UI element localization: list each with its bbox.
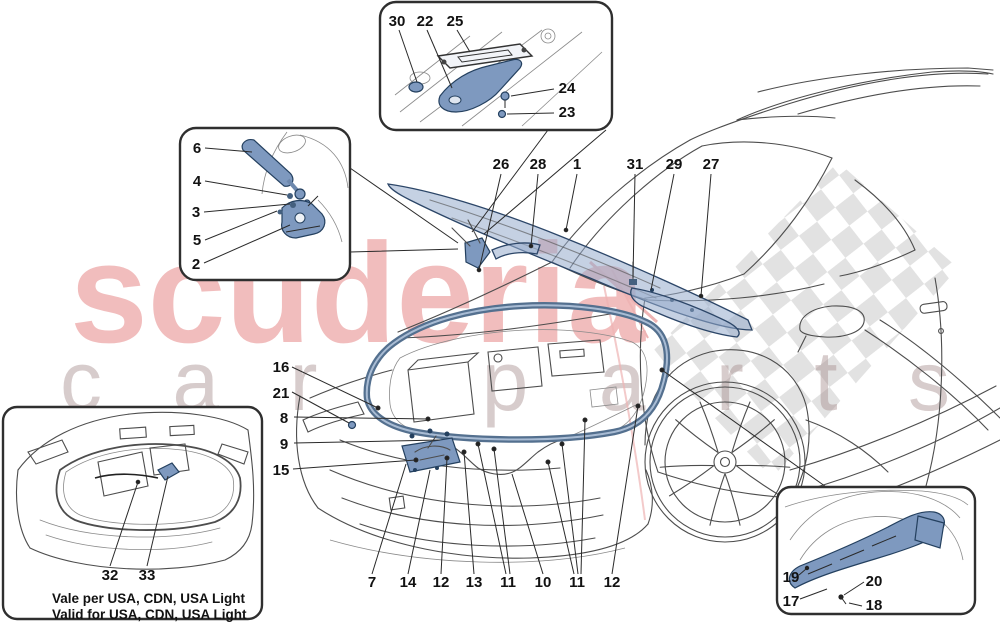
- inset-top-bracket: 30 22 25 24 23: [378, 0, 614, 132]
- callout-25[interactable]: 25: [447, 13, 464, 30]
- callout-2[interactable]: 2: [192, 256, 200, 273]
- callout-10[interactable]: 10: [535, 574, 552, 591]
- hinge-part: [464, 237, 491, 269]
- callout-27[interactable]: 27: [703, 156, 720, 173]
- callout-11b[interactable]: 11: [569, 574, 585, 591]
- highlighted-parts: [347, 183, 753, 473]
- inset-duct-detail: 19 17 20 18: [775, 485, 977, 616]
- callout-12a[interactable]: 12: [433, 574, 450, 591]
- checkered-flag-pattern: [652, 162, 958, 478]
- side-mirror: [799, 305, 865, 338]
- hinge-bracket-part: [281, 195, 326, 239]
- callout-labels: 26 28 1 31 29 27 16 21 8 9 15 7 14 12 13…: [273, 156, 720, 591]
- callout-18[interactable]: 18: [866, 597, 883, 614]
- callout-11a[interactable]: 11: [500, 574, 516, 591]
- callout-15[interactable]: 15: [273, 462, 290, 479]
- callout-13[interactable]: 13: [466, 574, 483, 591]
- callout-21[interactable]: 21: [273, 385, 290, 402]
- callout-9[interactable]: 9: [280, 436, 288, 453]
- callout-1[interactable]: 1: [573, 156, 581, 173]
- front-wheel: [644, 381, 806, 543]
- callout-4[interactable]: 4: [193, 173, 202, 190]
- clip-part: [629, 279, 637, 285]
- callout-33[interactable]: 33: [139, 567, 156, 584]
- grommet-part: [500, 91, 510, 101]
- callout-20[interactable]: 20: [866, 573, 883, 590]
- callout-28[interactable]: 28: [530, 156, 547, 173]
- callout-24[interactable]: 24: [559, 80, 576, 97]
- callout-6[interactable]: 6: [193, 140, 201, 157]
- bumper-stop-part: [347, 420, 357, 430]
- callout-7[interactable]: 7: [368, 574, 376, 591]
- callout-3[interactable]: 3: [192, 204, 200, 221]
- cap-part: [408, 81, 424, 93]
- callout-22[interactable]: 22: [417, 13, 434, 30]
- callout-17[interactable]: 17: [783, 593, 800, 610]
- inset-usa-release: 32 33 Vale per USA, CDN, USA Light Valid…: [1, 405, 264, 622]
- latch-part: [401, 428, 461, 473]
- callout-12b[interactable]: 12: [604, 574, 621, 591]
- callout-29[interactable]: 29: [666, 156, 683, 173]
- usa-note-line1: Vale per USA, CDN, USA Light: [52, 591, 246, 606]
- callout-14[interactable]: 14: [400, 574, 417, 591]
- callout-30[interactable]: 30: [389, 13, 406, 30]
- front-bumper-lines: [296, 369, 653, 563]
- callout-5[interactable]: 5: [193, 232, 201, 249]
- callout-32[interactable]: 32: [102, 567, 119, 584]
- callout-31[interactable]: 31: [627, 156, 644, 173]
- callout-26[interactable]: 26: [493, 156, 510, 173]
- callout-16[interactable]: 16: [273, 359, 290, 376]
- leader-lines: [291, 129, 830, 575]
- lid-trim-sliver-part: [491, 242, 541, 260]
- door-handle: [919, 301, 948, 314]
- callout-19[interactable]: 19: [783, 569, 800, 586]
- duct-part: [788, 511, 945, 589]
- inset-left-strut: 6 4 3 5 2: [178, 126, 352, 282]
- usa-note-line2: Valid for USA, CDN, USA Light: [52, 607, 247, 622]
- release-cable: [451, 437, 567, 475]
- callout-8[interactable]: 8: [280, 410, 288, 427]
- compartment-interior: [389, 329, 648, 475]
- lid-seal-strip-part: [630, 287, 740, 338]
- release-cable-part: [94, 473, 159, 479]
- release-lever-part: [157, 462, 180, 481]
- nut-part: [497, 109, 507, 119]
- callout-23[interactable]: 23: [559, 104, 576, 121]
